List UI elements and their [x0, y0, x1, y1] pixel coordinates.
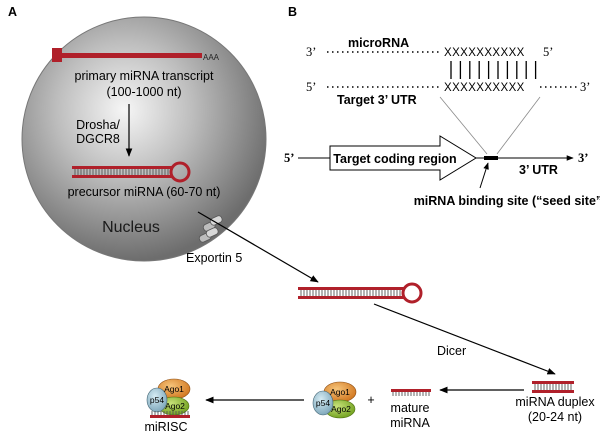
mature-strand-bar [391, 389, 431, 392]
primary-transcript-label: primary miRNA transcript [75, 69, 214, 83]
poly-a-tail: AAA [203, 53, 220, 62]
mature-mirna-strand [391, 389, 431, 396]
mature-label-line1: mature [391, 401, 430, 415]
gene-3prime: 3’ [578, 151, 588, 165]
rna-strand-bottom [72, 175, 172, 178]
precursor-label: precursor miRNA (60-70 nt) [68, 185, 221, 199]
panel-a-label: A [8, 5, 17, 19]
target-seed-seq: XXXXXXXXXX [444, 82, 525, 94]
mirna-3prime: 3’ [306, 45, 316, 59]
ago-complex-free: Ago1 Ago2 p54 [312, 381, 357, 419]
zoom-line-left [439, 96, 488, 155]
base-pair-bars [450, 61, 537, 79]
enzyme-line1: Drosha/ [76, 118, 120, 132]
cytoplasmic-pre-mirna [298, 282, 423, 304]
target-utr-label: Target 3’ UTR [337, 93, 417, 107]
mature-label-line2: miRNA [390, 416, 430, 430]
mirna-duplex [532, 381, 574, 393]
mirna-5prime: 5’ [543, 45, 553, 59]
primary-transcript-size: (100-1000 nt) [106, 85, 181, 99]
target-3prime: 3’ [580, 80, 590, 94]
zoom-line-right [496, 96, 541, 155]
duplex-label-line2: (20-24 nt) [528, 410, 582, 424]
mirisc-complex: Ago1 Ago2 p54 [146, 378, 191, 418]
dicer-label: Dicer [437, 344, 466, 358]
enzyme-line2: DGCR8 [76, 132, 120, 146]
rna-strand-bottom [532, 390, 574, 393]
panel-b-label: B [288, 5, 297, 19]
target-5prime: 5’ [306, 80, 316, 94]
rna-strand-top [298, 287, 404, 290]
microrna-label: microRNA [348, 36, 409, 50]
p54-label: p54 [316, 398, 330, 408]
binding-site-mark [484, 156, 498, 160]
rna-strand-top [72, 166, 172, 169]
precursor-hairpin [72, 161, 191, 183]
plus-sign: + [367, 393, 374, 407]
ago2-label: Ago2 [331, 404, 351, 414]
exportin-label: Exportin 5 [186, 251, 242, 265]
utr-label: 3’ UTR [519, 163, 558, 177]
risc-ago1-label: Ago1 [164, 384, 184, 394]
mirna-seed-seq: XXXXXXXXXX [444, 47, 525, 59]
rna-strand-top [532, 381, 574, 384]
duplex-label-line1: miRNA duplex [515, 395, 595, 409]
nucleus-label: Nucleus [102, 219, 160, 236]
ago1-label: Ago1 [330, 387, 350, 397]
risc-loaded-strand [150, 411, 190, 418]
mirisc-label: miRISC [144, 420, 187, 434]
hairpin-loop [169, 161, 191, 183]
export-arrow [197, 211, 319, 283]
seed-pointer-arrow [479, 162, 489, 189]
gene-5prime: 5’ [284, 151, 294, 165]
risc-ago2-label: Ago2 [165, 401, 185, 411]
primary-transcript: AAA [52, 48, 220, 62]
risc-p54-label: p54 [150, 395, 164, 405]
risc-strand-bar [150, 415, 190, 418]
nucleus [21, 16, 267, 262]
coding-region-arrow [329, 135, 477, 181]
dicer-arrow [373, 303, 556, 375]
rna-strand-bottom [298, 296, 404, 299]
seed-site-label: miRNA binding site (“seed site”) [414, 194, 600, 208]
hairpin-loop [401, 282, 423, 304]
coding-region-label: Target coding region [333, 152, 456, 166]
